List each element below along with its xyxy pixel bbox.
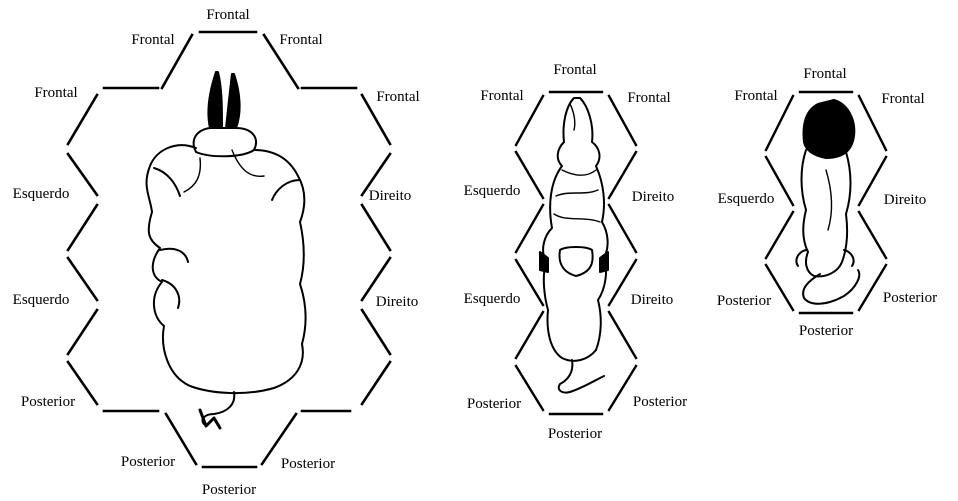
fig3-label-posterior-right: Posterior — [883, 290, 937, 306]
fig1-label-posterior-left: Posterior — [21, 394, 75, 410]
fig2-label-left-lower: Esquerdo — [464, 291, 521, 307]
small-animal-drawing — [796, 100, 859, 304]
fig1-label-left-upper: Esquerdo — [13, 186, 70, 202]
fig1-label-frontal-top: Frontal — [206, 7, 249, 23]
fig1-label-left-lower: Esquerdo — [13, 292, 70, 308]
fig3-label-posterior-left: Posterior — [717, 293, 771, 309]
fig1-label-right-upper: Direito — [369, 188, 412, 204]
fig1-label-posterior-lower-left: Posterior — [121, 454, 175, 470]
fig2-label-right-upper: Direito — [632, 189, 675, 205]
fig2-label-posterior-left: Posterior — [467, 396, 521, 412]
fig2-label-posterior-right: Posterior — [633, 394, 687, 410]
fig1-label-right-lower: Direito — [376, 294, 419, 310]
fig2-label-right-lower: Direito — [631, 292, 674, 308]
fig2-label-posterior-bottom: Posterior — [548, 426, 602, 442]
fig3-label-left: Esquerdo — [718, 191, 775, 207]
fig3-label-posterior-bottom: Posterior — [799, 323, 853, 339]
fig1-label-frontal-left: Frontal — [34, 85, 77, 101]
medium-animal-drawing — [540, 98, 608, 393]
fig2-label-frontal-left: Frontal — [480, 88, 523, 104]
fig3-label-frontal-right: Frontal — [881, 91, 924, 107]
fig1-label-posterior-lower-right: Posterior — [281, 456, 335, 472]
fig1-label-frontal-right: Frontal — [376, 89, 419, 105]
fig1-label-frontal-upper-left: Frontal — [131, 32, 174, 48]
fig2-sector-lines — [516, 92, 636, 414]
fig2-label-left-upper: Esquerdo — [464, 183, 521, 199]
fig2-label-frontal-top: Frontal — [553, 62, 596, 78]
fig3-label-frontal-left: Frontal — [734, 88, 777, 104]
fig3-label-right: Direito — [884, 192, 927, 208]
fig2-label-frontal-right: Frontal — [627, 90, 670, 106]
large-animal-drawing — [147, 72, 306, 428]
fig3-label-frontal-top: Frontal — [803, 66, 846, 82]
fig1-label-frontal-upper-right: Frontal — [279, 32, 322, 48]
fig1-label-posterior-bottom: Posterior — [202, 482, 256, 498]
animal-figures — [147, 72, 860, 428]
